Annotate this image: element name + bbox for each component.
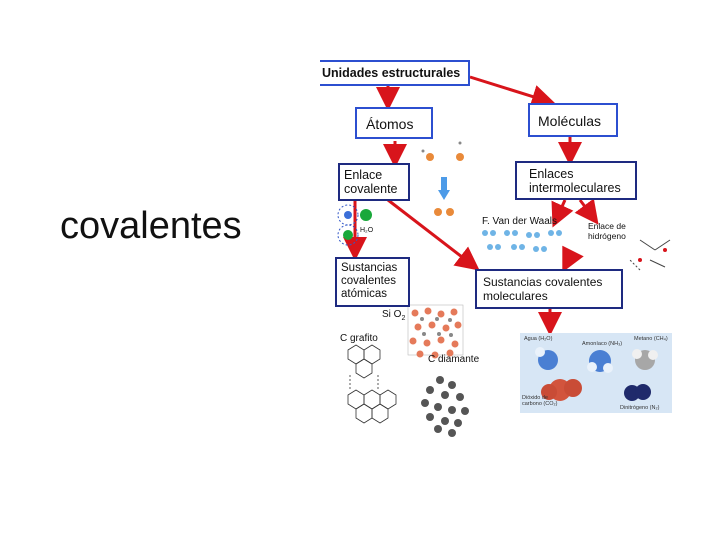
hydrogen-bond-structure [629, 239, 671, 271]
water-lewis-diagram [337, 204, 372, 246]
graphite-layers [347, 344, 397, 424]
label-sio2: Si O2 [382, 309, 405, 322]
arrow-intermolecular-vdw [551, 199, 574, 228]
node-enlace-covalente: Enlace covalente [338, 163, 410, 201]
node-label: Sustancias covalentes moleculares [483, 275, 603, 303]
label-grafito: C grafito [340, 333, 378, 344]
concept-map: Unidades estructurales Átomos Moléculas … [300, 55, 700, 440]
node-label: Enlace covalente [344, 168, 398, 196]
arrow-hbond-molecular [562, 245, 584, 273]
label-h2o-mini: H₂O [360, 227, 374, 234]
node-label: Sustancias covalentes atómicas [341, 262, 398, 300]
node-atomos: Átomos [355, 107, 433, 139]
concept-map-arrows [337, 75, 672, 437]
caption-water: Agua (H₂O) [524, 336, 553, 342]
arrow-intermolecular-hbond [574, 198, 599, 225]
label-enlace-hidrogeno: Enlace de hidrógeno [588, 221, 626, 241]
node-label: Átomos [366, 116, 414, 132]
caption-nitrogen: Dinitrógeno (N₂) [620, 405, 660, 411]
label-diamante: C diamante [428, 354, 480, 365]
arrow-root-molecules [469, 75, 556, 109]
arrow-covalent-molecular [387, 198, 480, 271]
label-van-der-waals: F. Van der Waals [482, 216, 558, 227]
diamond-lattice [421, 376, 469, 437]
atom-orbit-diagram [421, 141, 464, 216]
slide-title: covalentes [60, 205, 242, 247]
node-sustancias-atomicas: Sustancias covalentes atómicas [335, 257, 410, 307]
caption-methane: Metano (CH₄) [634, 336, 668, 342]
node-enlaces-intermoleculares: Enlaces intermoleculares [515, 161, 637, 200]
node-sustancias-moleculares: Sustancias covalentes moleculares [475, 269, 623, 309]
label-sio2-text: Si O [382, 309, 402, 320]
sio2-lattice [407, 304, 464, 359]
node-label: Enlaces intermoleculares [529, 167, 621, 195]
van-der-waals-chain [482, 230, 562, 252]
label-sio2-subscript: 2 [401, 315, 406, 322]
caption-co2: Dióxido de carbono (CO₂) [522, 395, 558, 407]
caption-ammonia: Amoníaco (NH₃) [582, 341, 623, 347]
node-unidades-estructurales: Unidades estructurales [320, 60, 470, 86]
node-moleculas: Moléculas [528, 103, 618, 137]
molecule-models-panel [520, 333, 672, 413]
node-label: Unidades estructurales [322, 66, 461, 80]
node-label: Moléculas [538, 113, 602, 129]
